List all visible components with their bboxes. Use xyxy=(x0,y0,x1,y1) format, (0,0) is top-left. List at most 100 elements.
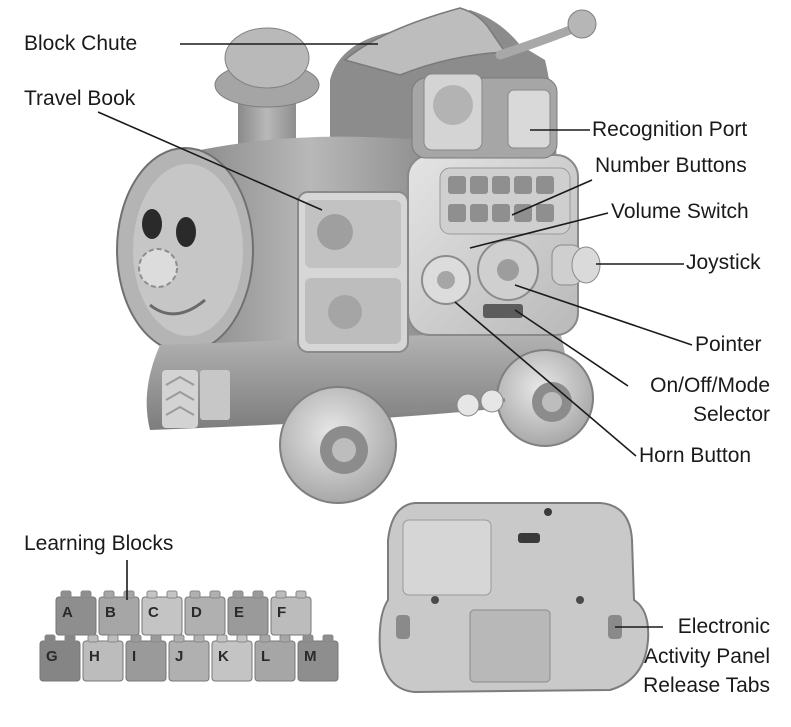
screw-3 xyxy=(576,596,584,604)
block-stud xyxy=(209,590,221,599)
leader-horn-button xyxy=(454,301,637,457)
learning-block: B xyxy=(98,590,140,636)
learning-block: J xyxy=(168,634,210,682)
train-toy xyxy=(116,7,601,504)
block-stud xyxy=(150,634,162,643)
axle-bead-2 xyxy=(480,389,504,413)
block-letter: B xyxy=(105,604,116,621)
block-letter: I xyxy=(132,648,136,665)
block-stud xyxy=(60,590,72,599)
learning-block: M xyxy=(297,634,339,682)
joystick xyxy=(571,246,601,284)
learning-block: G xyxy=(39,634,81,682)
nose-gear xyxy=(138,248,178,288)
left-eye xyxy=(142,209,162,239)
block-stud xyxy=(322,634,334,643)
book-animal-koala xyxy=(317,214,353,250)
label-recognition-port: Recognition Port xyxy=(592,118,748,141)
label-release-tabs: Release Tabs xyxy=(643,674,770,697)
block-stud xyxy=(166,590,178,599)
train-face-inner xyxy=(133,164,243,336)
number-buttons xyxy=(448,176,554,222)
label-pointer: Pointer xyxy=(695,333,762,356)
learning-block: K xyxy=(211,634,253,682)
label-volume-switch: Volume Switch xyxy=(611,200,749,223)
block-chute xyxy=(343,7,507,76)
mode-selector xyxy=(483,304,523,318)
block-stud xyxy=(80,590,92,599)
learning-block: C xyxy=(141,590,183,636)
leader-on-off-mode xyxy=(514,309,629,387)
block-letter: M xyxy=(304,648,317,665)
block-letter: K xyxy=(218,648,229,665)
rear-wheel xyxy=(496,349,594,447)
front-wheel xyxy=(279,386,397,504)
block-letter: L xyxy=(261,648,270,665)
label-horn-button: Horn Button xyxy=(639,444,752,467)
horn-button-center xyxy=(437,271,455,289)
label-joystick: Joystick xyxy=(686,251,761,274)
right-eye xyxy=(176,217,196,247)
block-stud xyxy=(193,634,205,643)
block-stud xyxy=(107,634,119,643)
block-stud xyxy=(123,590,135,599)
learning-block: H xyxy=(82,634,124,682)
label-electronic: Electronic xyxy=(677,615,770,638)
axle-bead-1 xyxy=(456,393,480,417)
block-stud xyxy=(64,634,76,643)
block-stud xyxy=(259,634,271,643)
screw-1 xyxy=(544,508,552,516)
recognition-port xyxy=(507,89,551,149)
learning-block: L xyxy=(254,634,296,682)
release-tab-left xyxy=(396,615,410,639)
leader-pointer xyxy=(514,284,693,346)
label-number-buttons: Number Buttons xyxy=(595,154,747,177)
front-grille xyxy=(162,370,198,428)
pointer-dial-hub xyxy=(497,259,519,281)
learning-block: E xyxy=(227,590,269,636)
learning-block: I xyxy=(125,634,167,682)
block-letter: D xyxy=(191,604,202,621)
label-selector: Selector xyxy=(692,403,770,426)
activity-panel-back xyxy=(378,502,650,694)
block-stud xyxy=(173,634,185,643)
block-stud xyxy=(189,590,201,599)
learning-block: F xyxy=(270,590,312,636)
leader-number-buttons xyxy=(511,179,593,216)
block-stud xyxy=(302,634,314,643)
screw-2 xyxy=(431,596,439,604)
block-stud xyxy=(236,634,248,643)
block-stud xyxy=(252,590,264,599)
learning-block: D xyxy=(184,590,226,636)
speaker-slot xyxy=(518,533,540,543)
label-learning-blocks: Learning Blocks xyxy=(24,532,174,555)
block-letter: G xyxy=(46,648,58,665)
block-letter: E xyxy=(234,604,244,621)
block-stud xyxy=(103,590,115,599)
leader-travel-book xyxy=(97,111,323,211)
block-stud xyxy=(216,634,228,643)
block-stud xyxy=(279,634,291,643)
crank-knob xyxy=(567,9,597,39)
label-travel-book: Travel Book xyxy=(24,87,136,110)
block-letter: J xyxy=(175,648,183,665)
learning-block: A xyxy=(55,590,97,636)
block-letter: F xyxy=(277,604,286,621)
block-stud xyxy=(130,634,142,643)
label-activity-panel: Activity Panel xyxy=(643,645,770,668)
leader-lines xyxy=(97,43,693,628)
front-grille-chevrons xyxy=(165,375,195,416)
block-stud xyxy=(87,634,99,643)
smile xyxy=(149,298,206,316)
leader-volume-switch xyxy=(469,212,609,249)
chassis-chevrons xyxy=(200,370,230,420)
block-stud xyxy=(232,590,244,599)
label-block-chute: Block Chute xyxy=(24,32,138,55)
smokestack-dome xyxy=(224,27,310,89)
block-stud xyxy=(275,590,287,599)
block-stud xyxy=(295,590,307,599)
book-animal-fox xyxy=(328,295,362,329)
block-letter: A xyxy=(62,604,73,621)
